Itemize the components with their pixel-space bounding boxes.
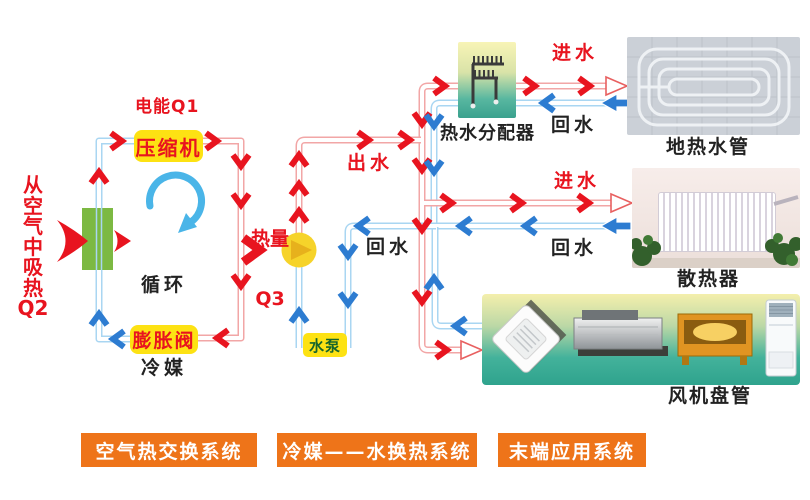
- electric-energy-label: 电能Q1: [135, 97, 200, 117]
- footer-air-system: 空气热交换系统: [81, 433, 257, 467]
- absorb-char: 从: [23, 173, 43, 197]
- refrigerant-line2: 冷媒: [141, 356, 188, 379]
- heat-input-arrow: [57, 220, 131, 262]
- refrigerant-label: 循环 冷媒: [141, 217, 187, 437]
- pump-box: 水泵: [303, 333, 347, 357]
- refrigerant-line1: 循环: [141, 274, 188, 297]
- radiator-details: [632, 195, 800, 266]
- heat-q3-line1: 热量: [250, 227, 289, 250]
- cassette-unit: [492, 299, 567, 373]
- absorb-char: 吸: [23, 255, 43, 279]
- manifold-graphic: [470, 56, 504, 109]
- console-unit: [677, 313, 753, 365]
- duct-unit: [573, 310, 668, 356]
- distributor-photo: [458, 42, 516, 118]
- heat-q3-line2: Q3: [255, 287, 285, 310]
- fancoil-label: 风机盘管: [668, 385, 753, 407]
- fancoil-panel: [482, 294, 800, 385]
- radiator-supply-label: 进水: [554, 170, 601, 192]
- floor-coil-graphic: [627, 37, 800, 135]
- heat-exchanger-circle: [281, 232, 317, 268]
- refrigerant-cycle-arrow: [146, 171, 206, 233]
- water-supply-label: 出水: [347, 152, 394, 174]
- floor-heating-photo: [627, 37, 800, 135]
- radiator-graphic: [658, 192, 776, 252]
- expansion-valve-box: 膨胀阀: [130, 325, 198, 354]
- fancoil-units-graphic: [492, 299, 797, 377]
- floor-supply-label: 进水: [552, 42, 599, 64]
- absorb-char: Q2: [17, 296, 49, 320]
- absorb-char: 热: [23, 275, 43, 300]
- compressor-box: 压缩机: [134, 130, 203, 162]
- radiator-label: 散热器: [677, 268, 741, 290]
- absorb-char: 中: [23, 234, 43, 259]
- heat-q3-label: 热量 Q3: [244, 190, 296, 350]
- radiator-photo: [632, 168, 800, 268]
- floor-return-label: 回水: [551, 114, 598, 136]
- footer-exchange-system: 冷媒——水换热系统: [277, 433, 477, 467]
- footer-terminal-system: 末端应用系统: [498, 433, 646, 467]
- absorb-char: 空: [23, 193, 43, 218]
- distributor-label: 热水分配器: [440, 123, 535, 144]
- evaporator-block: [82, 208, 113, 270]
- absorb-char: 气: [23, 214, 43, 238]
- absorb-heat-label: 从 空 气 中 吸 热 Q2: [14, 175, 52, 319]
- water-return-label: 回水: [366, 236, 413, 258]
- floor-heating-label: 地热水管: [666, 136, 751, 158]
- radiator-return-label: 回水: [551, 237, 598, 259]
- tower-unit: [765, 299, 797, 377]
- floor-line: [632, 258, 800, 268]
